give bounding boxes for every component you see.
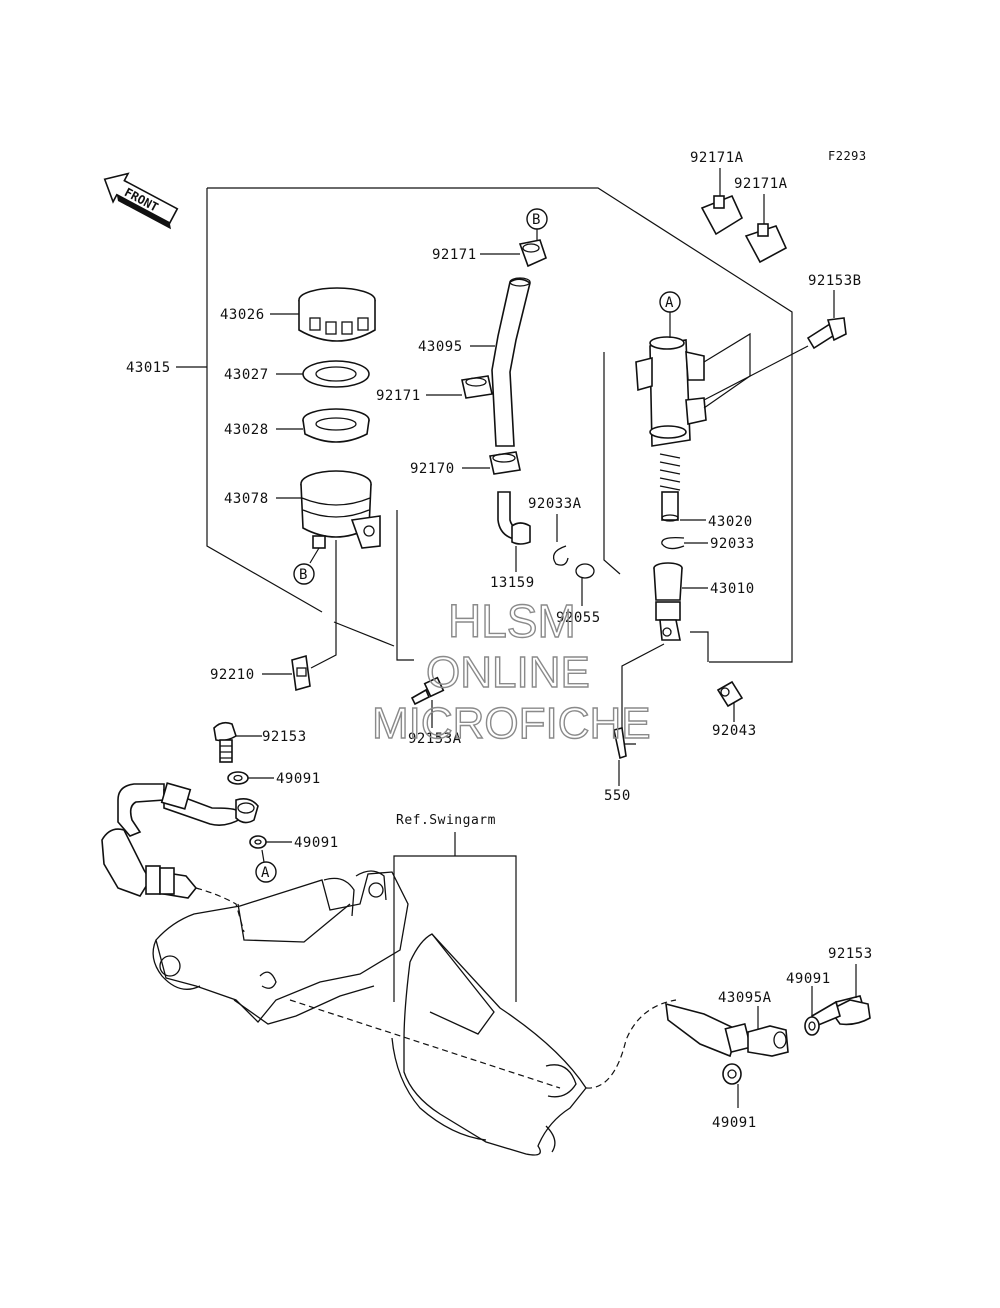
washer-49091-right2 — [722, 1063, 742, 1085]
fitting-13159 — [497, 491, 531, 545]
callout-a-top: A — [659, 291, 681, 313]
washer-49091-left1 — [227, 771, 249, 785]
label-49091-left1: 49091 — [276, 771, 321, 787]
label-550: 550 — [604, 788, 631, 804]
label-92153-right: 92153 — [828, 946, 873, 962]
spring-piston-43020 — [659, 453, 681, 522]
circlip-92033A — [552, 545, 569, 566]
diaphragm — [302, 408, 370, 443]
label-49091-left2: 49091 — [294, 835, 339, 851]
callout-b-bottom: B — [293, 563, 315, 585]
figure-code: F2293 — [828, 149, 867, 163]
clamp-92170 — [489, 451, 521, 475]
master-cylinder-body — [635, 336, 707, 447]
label-49091-right1: 49091 — [786, 971, 831, 987]
svg-text:B: B — [532, 212, 541, 228]
svg-text:ONLINE: ONLINE — [426, 648, 590, 697]
label-43020: 43020 — [708, 514, 753, 530]
swingarm — [152, 870, 587, 1156]
clamp-92171A-1 — [700, 194, 744, 236]
brake-hose-right — [665, 1002, 789, 1058]
label-43095: 43095 — [418, 339, 463, 355]
svg-text:A: A — [665, 295, 674, 311]
callout-a-bottom: A — [255, 861, 277, 883]
cotter-pin-550 — [613, 727, 627, 760]
label-92171A-2: 92171A — [734, 176, 788, 192]
hose-43095 — [491, 277, 531, 447]
bolt-92153-right — [811, 995, 871, 1028]
label-92033A: 92033A — [528, 496, 582, 512]
front-arrow-icon: FRONT — [103, 172, 179, 230]
clip-92210 — [291, 654, 311, 692]
bolt-92153-left — [213, 721, 237, 763]
svg-text:A: A — [261, 865, 270, 881]
washer-49091-left2 — [249, 835, 267, 849]
svg-text:MICROFICHE: MICROFICHE — [372, 699, 651, 748]
label-43015: 43015 — [126, 360, 171, 376]
bolt-92153B — [806, 317, 847, 350]
label-92055: 92055 — [556, 610, 601, 626]
label-92170: 92170 — [410, 461, 455, 477]
label-43028: 43028 — [224, 422, 269, 438]
pushrod-43010 — [653, 562, 683, 641]
callout-b-top: B — [526, 208, 548, 230]
diaphragm-plate — [302, 360, 370, 388]
label-92171-top: 92171 — [432, 247, 477, 263]
label-92153A: 92153A — [408, 731, 462, 747]
label-92210: 92210 — [210, 667, 255, 683]
bolt-92153A — [410, 676, 445, 706]
svg-text:HLSM: HLSM — [448, 595, 576, 647]
circlip-92033 — [661, 536, 685, 550]
oring-92055 — [575, 563, 595, 579]
label-13159: 13159 — [490, 575, 535, 591]
label-92153B: 92153B — [808, 273, 862, 289]
label-43027: 43027 — [224, 367, 269, 383]
label-ref-swingarm: Ref.Swingarm — [396, 813, 496, 828]
label-43078: 43078 — [224, 491, 269, 507]
label-43095A: 43095A — [718, 990, 772, 1006]
reservoir — [300, 470, 381, 549]
label-92043: 92043 — [712, 723, 757, 739]
clamp-92171A-2 — [744, 223, 788, 264]
label-92171-mid: 92171 — [376, 388, 421, 404]
clamp-92171-middle — [461, 375, 493, 399]
washer-49091-right1 — [804, 1016, 820, 1036]
label-43026: 43026 — [220, 307, 265, 323]
watermark: HLSM ONLINE MICROFICHE — [371, 594, 651, 748]
pin-92043 — [716, 680, 744, 708]
brake-hose-left — [101, 782, 259, 899]
clamp-92171-upper — [518, 239, 547, 268]
label-43010: 43010 — [710, 581, 755, 597]
label-92033: 92033 — [710, 536, 755, 552]
assembly-outline — [176, 187, 793, 663]
reservoir-cap — [298, 287, 376, 342]
label-49091-right2: 49091 — [712, 1115, 757, 1131]
label-92153-left: 92153 — [262, 729, 307, 745]
label-92171A-1: 92171A — [690, 150, 744, 166]
assembly-outline-inner — [310, 510, 414, 669]
svg-text:B: B — [299, 567, 308, 583]
